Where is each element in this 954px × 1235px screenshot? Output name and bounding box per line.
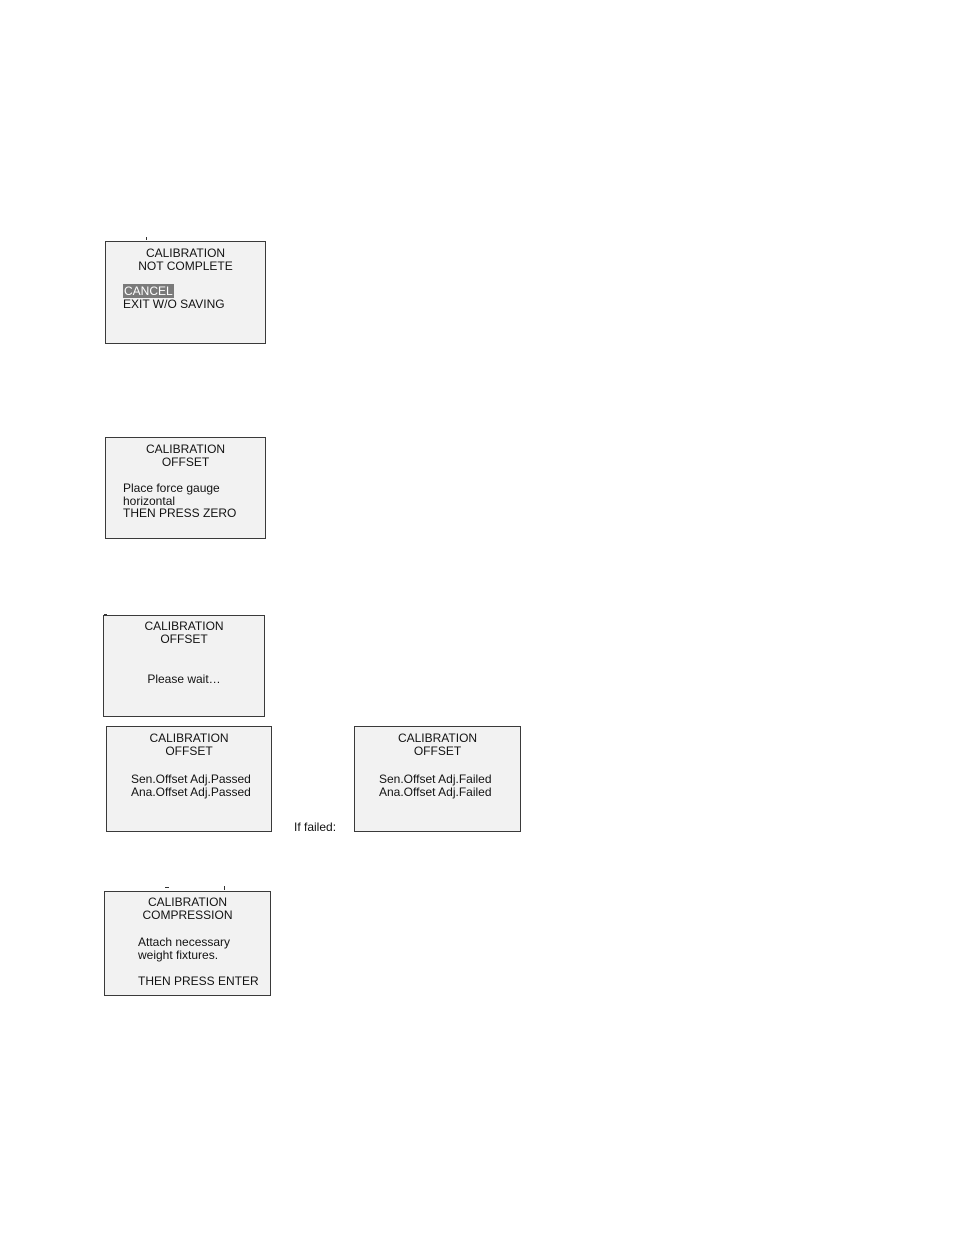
scan-mark <box>104 614 107 615</box>
lcd-screen-offset-failed: CALIBRATION OFFSET Sen.Offset Adj.Failed… <box>354 726 521 832</box>
menu-option-exit-without-saving[interactable]: EXIT W/O SAVING <box>123 297 225 311</box>
status-line: Sen.Offset Adj.Passed <box>131 772 251 786</box>
status-line: Sen.Offset Adj.Failed <box>379 772 492 786</box>
instruction-line: THEN PRESS ENTER <box>138 974 259 988</box>
screen-title: CALIBRATION <box>145 246 226 260</box>
scan-mark <box>224 886 225 890</box>
instruction-line: THEN PRESS ZERO <box>123 506 237 520</box>
menu-option-cancel[interactable]: CANCEL <box>123 284 174 298</box>
instruction-line: Attach necessary <box>138 935 231 949</box>
screen-subtitle: OFFSET <box>160 632 208 646</box>
cancel-option-label: CANCEL <box>123 284 174 298</box>
screen-title: CALIBRATION <box>149 731 229 745</box>
screen-subtitle: COMPRESSION <box>142 908 233 922</box>
lcd-screen-not-complete: CALIBRATION NOT COMPLETE CANCEL EXIT W/O… <box>105 241 266 344</box>
screen-subtitle: OFFSET <box>165 744 213 758</box>
lcd-screen-offset-passed: CALIBRATION OFFSET Sen.Offset Adj.Passed… <box>106 726 272 832</box>
if-failed-caption: If failed: <box>294 820 337 834</box>
screen-title: CALIBRATION <box>397 731 478 745</box>
instruction-line: horizontal <box>123 494 176 508</box>
screen-subtitle: NOT COMPLETE <box>138 259 233 273</box>
lcd-screen-offset-wait: CALIBRATION OFFSET Please wait… <box>103 615 265 717</box>
scan-mark <box>146 237 147 240</box>
status-line: Ana.Offset Adj.Failed <box>379 785 492 799</box>
instruction-line: Place force gauge <box>123 481 220 495</box>
lcd-screen-offset-zero: CALIBRATION OFFSET Place force gauge hor… <box>105 437 266 539</box>
screen-title: CALIBRATION <box>147 895 228 909</box>
instruction-line: weight fixtures. <box>138 948 219 962</box>
scan-mark <box>165 887 169 888</box>
wait-message: Please wait… <box>147 672 221 686</box>
screen-subtitle: OFFSET <box>413 744 462 758</box>
screen-title: CALIBRATION <box>144 619 224 633</box>
screen-subtitle: OFFSET <box>161 455 210 469</box>
status-line: Ana.Offset Adj.Passed <box>131 785 251 799</box>
lcd-screen-compression: CALIBRATION COMPRESSION Attach necessary… <box>104 891 271 996</box>
screen-title: CALIBRATION <box>145 442 226 456</box>
